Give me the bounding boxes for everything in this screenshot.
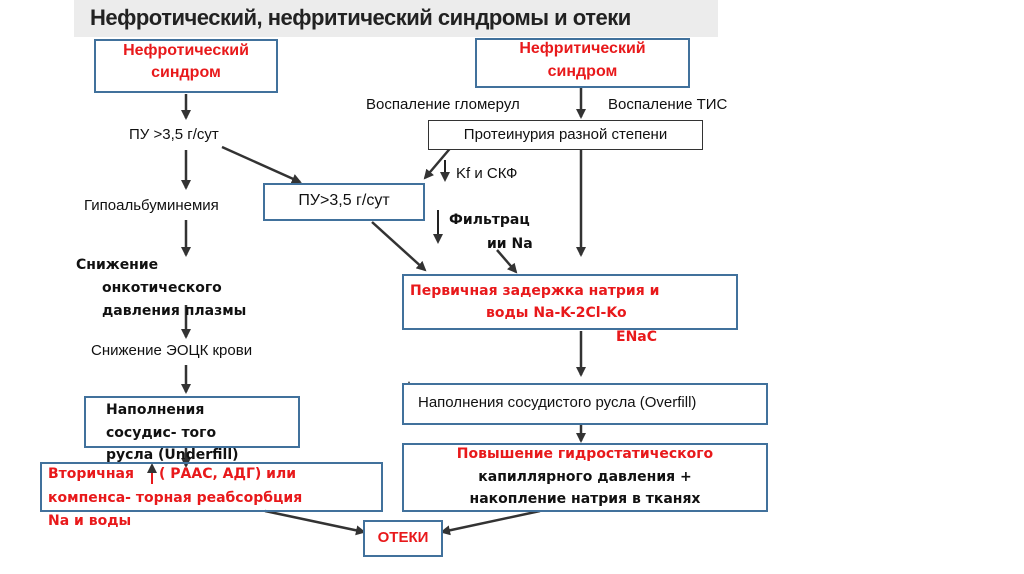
underfill-box bbox=[84, 396, 300, 448]
middle-pu-label: ПУ>3,5 г/сут bbox=[298, 192, 390, 209]
hypoalbuminemia-label: Гипоальбуминемия bbox=[84, 197, 219, 214]
underfill-line2: сосудис- того bbox=[106, 425, 217, 441]
nephrotic-header-line2: синдром bbox=[151, 64, 221, 81]
secondary-line1b: ( РААС, АДГ) или bbox=[159, 466, 297, 482]
edema-box bbox=[363, 520, 443, 557]
nephrotic-header-line1: Нефротический bbox=[123, 42, 249, 59]
underfill-line1: Наполнения bbox=[106, 402, 205, 418]
ecv-label: Снижение ЭОЦК крови bbox=[91, 342, 253, 359]
edema-label: ОТЕКИ bbox=[377, 529, 429, 546]
secondary-line2: компенса- торная реабсорбция bbox=[48, 490, 303, 506]
nephritic-header-line1: Нефритический bbox=[519, 40, 646, 57]
arrow-middle-to-primary bbox=[371, 221, 427, 272]
hydro-line1: Повышение гидростатического bbox=[456, 446, 714, 462]
arrow-secondary-to-edema bbox=[264, 509, 366, 536]
glomerular-label: Воспаление гломерул bbox=[366, 96, 520, 113]
nephrotic-header-box bbox=[94, 39, 278, 93]
hydrostatic-box bbox=[402, 443, 768, 512]
nephrotic-pu-label: ПУ >3,5 г/сут bbox=[129, 126, 219, 143]
secondary-line3: Na и воды bbox=[48, 513, 132, 529]
overfill-box bbox=[402, 383, 768, 425]
oncotic-line3: давления плазмы bbox=[102, 303, 247, 319]
overfill-label: Наполнения сосудистого русла (Overfill) bbox=[418, 394, 697, 411]
arrow-proteinuria-to-pu bbox=[423, 144, 454, 180]
kf-label: Kf и СКФ bbox=[456, 165, 518, 182]
filtration-line2: ии Na bbox=[487, 236, 533, 252]
oncotic-line1: Снижение bbox=[76, 257, 159, 273]
arrow-filtration-to-primary bbox=[496, 249, 518, 274]
nephritic-header-box bbox=[475, 38, 690, 88]
arrow-pu-to-middle bbox=[221, 145, 302, 184]
primary-retention-box bbox=[402, 274, 738, 330]
primary-line2: воды Na-K-2Cl-Ko bbox=[486, 305, 627, 321]
secondary-box bbox=[40, 462, 383, 512]
hydro-line3: накопление натрия в тканях bbox=[469, 491, 701, 507]
secondary-line1: Вторичная bbox=[48, 466, 134, 482]
oncotic-line2: онкотического bbox=[102, 280, 222, 296]
middle-pu-box bbox=[263, 183, 425, 221]
hydro-line2: капиллярного давления + bbox=[478, 469, 692, 485]
title-bar bbox=[74, 0, 718, 37]
nephritic-header-line2: синдром bbox=[547, 63, 618, 80]
proteinuria-box bbox=[428, 120, 703, 150]
tis-label: Воспаление ТИС bbox=[608, 96, 728, 113]
page-title: Нефротический, нефритический синдромы и … bbox=[90, 5, 631, 30]
arrow-hydro-to-edema bbox=[440, 509, 541, 536]
primary-line3: ENaC bbox=[616, 329, 658, 345]
filtration-line1: Фильтрац bbox=[449, 212, 530, 228]
primary-line1: Первичная задержка натрия и bbox=[410, 283, 660, 299]
proteinuria-label: Протеинурия разной степени bbox=[463, 126, 668, 143]
underfill-line3: русла (Underfill) bbox=[106, 447, 239, 463]
